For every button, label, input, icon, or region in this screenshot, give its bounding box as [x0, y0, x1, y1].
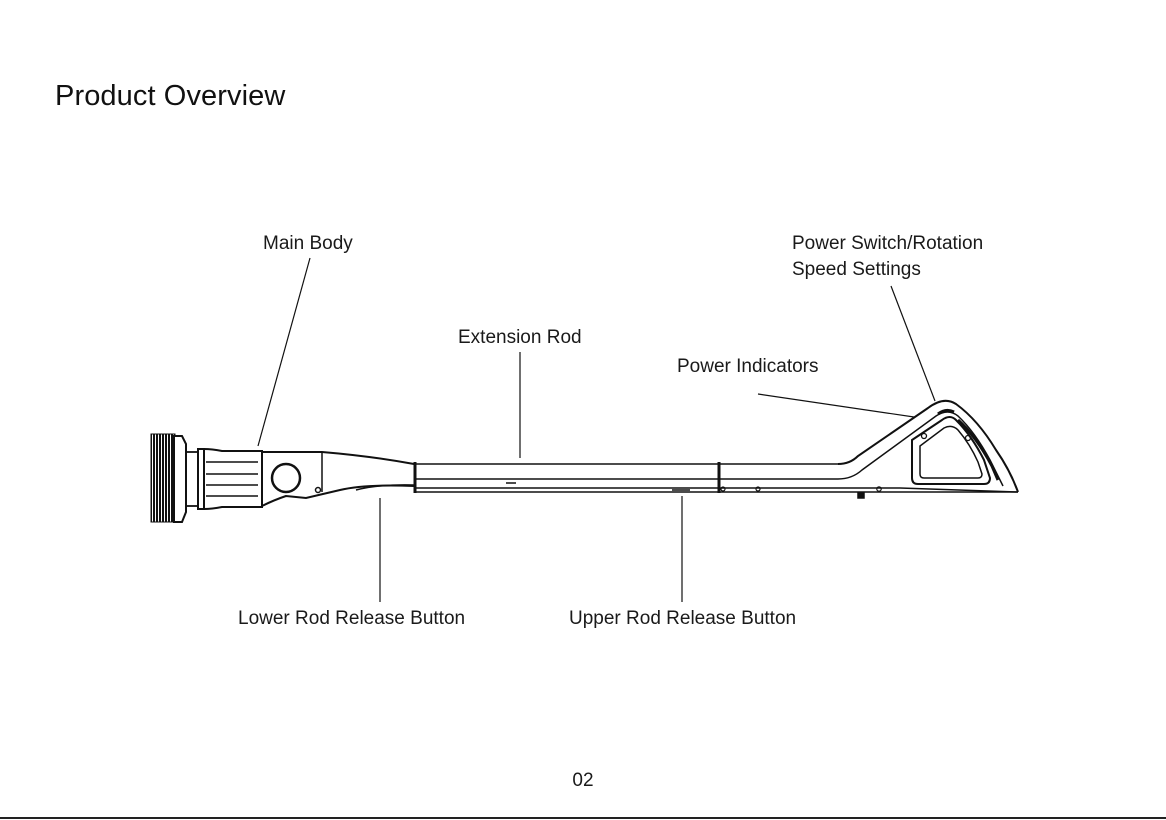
label-power-switch-line2: Speed Settings — [792, 257, 983, 283]
page-number: 02 — [0, 770, 1166, 792]
brush-head — [151, 434, 198, 522]
label-power-indicators: Power Indicators — [677, 354, 819, 380]
main-body-housing — [198, 449, 414, 509]
label-power-switch: Power Switch/Rotation Speed Settings — [792, 231, 983, 283]
label-main-body: Main Body — [263, 231, 353, 257]
leader-lines — [258, 258, 935, 602]
bottom-rule — [0, 817, 1166, 819]
label-extension-rod: Extension Rod — [458, 325, 582, 351]
label-power-switch-line1: Power Switch/Rotation — [792, 231, 983, 257]
handle-shape — [838, 401, 1018, 498]
label-upper-rod-release: Upper Rod Release Button — [569, 606, 796, 632]
extension-rod-shape — [414, 462, 852, 493]
label-lower-rod-release: Lower Rod Release Button — [238, 606, 465, 632]
